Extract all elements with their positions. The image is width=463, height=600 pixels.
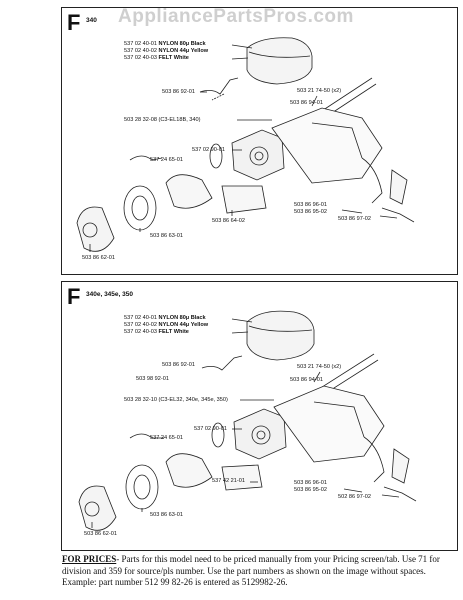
filter-part-1: 537 02 40-01 NYLON 80µ Black	[124, 315, 206, 321]
pricing-note-lead: FOR PRICES	[62, 554, 117, 564]
pricing-note: FOR PRICES- Parts for this model need to…	[62, 554, 458, 589]
part-label: 537 42 21-01	[212, 478, 245, 484]
part-label: 503 86 94-01	[290, 377, 323, 383]
filter-part-2: 537 02 40-02 NYLON 44µ Yellow	[124, 48, 209, 54]
part-label: 537 24 65-01	[150, 435, 183, 441]
part-label: 503 98 92-01	[136, 376, 169, 382]
part-label: 537 02 90-01	[192, 147, 225, 153]
part-label: 503 86 62-01	[82, 255, 115, 261]
part-label: 503 86 63-01	[150, 233, 183, 239]
diagram-panel-340e-345e-350: F 340e, 345e, 350	[61, 281, 458, 551]
part-label: 503 86 96-01	[294, 480, 327, 486]
part-label: 503 86 94-01	[290, 100, 323, 106]
exploded-diagram-drawing	[78, 310, 417, 531]
part-label: 503 86 63-01	[150, 512, 183, 518]
watermark: AppliancePartsPros.com	[118, 6, 354, 27]
exploded-diagram-drawing	[76, 37, 415, 252]
part-label: 503 21 74-50 (x2)	[297, 364, 342, 370]
part-label: 537 02 90-01	[194, 426, 227, 432]
diagram-panel-340: F 340	[61, 7, 458, 275]
part-label: 503 86 95-02	[294, 209, 327, 215]
part-label: 503 86 62-01	[84, 531, 117, 537]
part-label: 503 28 32-10 (C3-EL32, 340e, 345e, 350)	[124, 397, 228, 403]
part-label: 502 86 97-02	[338, 494, 371, 500]
section-models: 340	[86, 17, 97, 24]
section-models: 340e, 345e, 350	[86, 291, 133, 298]
part-label: 503 86 97-02	[338, 216, 371, 222]
part-label: 503 28 32-08 (C3-EL18B, 340)	[124, 117, 201, 123]
filter-part-2: 537 02 40-02 NYLON 44µ Yellow	[124, 322, 209, 328]
part-label: 537 24 65-01	[150, 157, 183, 163]
filter-part-1: 537 02 40-01 NYLON 80µ Black	[124, 41, 206, 47]
part-label: 503 86 96-01	[294, 202, 327, 208]
section-letter: F	[67, 10, 81, 35]
pricing-note-text: - Parts for this model need to be priced…	[62, 554, 440, 587]
section-letter: F	[67, 284, 81, 309]
part-label: 503 86 92-01	[162, 362, 195, 368]
part-label: 503 86 64-02	[212, 218, 245, 224]
part-label: 503 21 74-50 (x2)	[297, 88, 342, 94]
filter-part-3: 537 02 40-03 FELT White	[124, 329, 189, 335]
part-label: 503 86 92-01	[162, 89, 195, 95]
part-label: 503 86 95-02	[294, 487, 327, 493]
filter-part-3: 537 02 40-03 FELT White	[124, 55, 189, 61]
